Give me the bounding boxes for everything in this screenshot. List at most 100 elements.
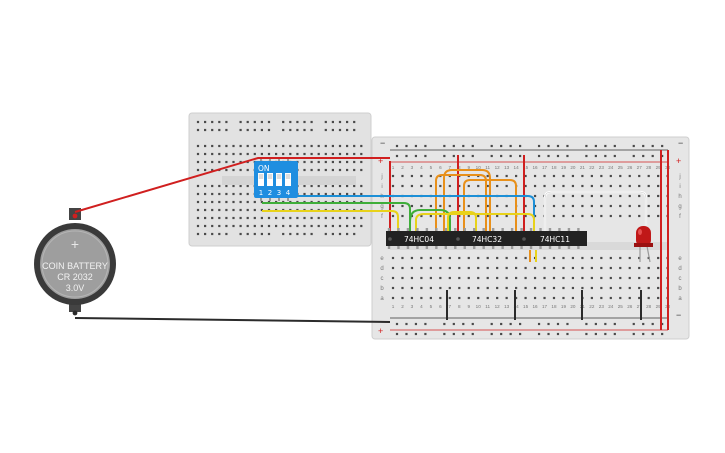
breadboard-hole (346, 224, 349, 228)
green-wire-2[interactable] (409, 209, 451, 232)
terminal-hole (439, 296, 442, 300)
terminal-hole (619, 214, 622, 218)
orange-wire-3[interactable] (463, 179, 517, 232)
ic-chips[interactable]: 74HC04 74HC32 74HC11 (386, 228, 587, 249)
terminal-hole (590, 266, 593, 270)
terminal-hole (467, 204, 470, 208)
rail-hole (462, 144, 465, 148)
breadboard-hole (346, 168, 349, 172)
column-number: 11 (485, 165, 490, 170)
coin-battery[interactable]: + COIN BATTERY CR 2032 3.0V (34, 208, 116, 316)
breadboard-hole (246, 128, 249, 132)
breadboard-hole (310, 192, 313, 196)
terminal-hole (401, 296, 404, 300)
rail-hole (642, 144, 645, 148)
red-led[interactable] (634, 226, 653, 263)
breadboard-hole (296, 120, 299, 124)
rail-hole (500, 154, 503, 158)
breadboard-hole (211, 224, 214, 228)
terminal-hole (505, 204, 508, 208)
dip-toggle-slot[interactable] (276, 173, 282, 186)
breadboard-hole (204, 152, 207, 156)
terminal-hole (657, 266, 660, 270)
breadboard-hole (267, 152, 271, 156)
breadboard-hole (239, 128, 242, 132)
terminal-hole (533, 204, 537, 208)
terminal-hole (410, 204, 414, 208)
breadboard-hole (338, 168, 342, 172)
terminal-hole (496, 214, 499, 218)
rail-hole (490, 144, 493, 148)
blue-wire[interactable] (262, 195, 535, 232)
breadboard-hole (324, 120, 327, 124)
battery-label-line1: COIN BATTERY (42, 261, 108, 271)
terminal-hole (543, 174, 546, 178)
yellow-wire-3[interactable] (447, 211, 477, 232)
terminal-hole (628, 214, 631, 218)
terminal-hole (638, 256, 641, 260)
column-number: 19 (561, 165, 567, 170)
breadboard-hole (338, 192, 342, 196)
dip-switch-number: 2 (268, 189, 272, 197)
row-letter: b (678, 286, 682, 292)
breadboard-hole (317, 184, 320, 188)
rail-hole (556, 154, 560, 158)
terminal-hole (647, 286, 650, 290)
terminal-hole (410, 286, 414, 290)
dip-toggle-slot[interactable] (285, 173, 291, 186)
rail-hole (405, 332, 408, 336)
dip-toggle-slot[interactable] (267, 173, 273, 186)
dip-toggle-knob[interactable] (285, 174, 291, 179)
rail-hole (452, 154, 455, 158)
column-number: 13 (504, 304, 510, 309)
breadboard-hole (310, 120, 313, 124)
breadboard-hole (246, 152, 249, 156)
black-wire-battery-negative[interactable] (74, 317, 391, 323)
dip-toggle-knob[interactable] (258, 174, 264, 179)
battery-wires[interactable] (74, 157, 391, 323)
rail-hole (585, 154, 588, 158)
breadboard-hole (232, 184, 235, 188)
terminal-hole (628, 276, 631, 280)
chip1-notch (388, 237, 392, 241)
terminal-hole (439, 286, 442, 290)
terminal-hole (562, 266, 565, 270)
orange-wire-1[interactable] (435, 174, 487, 232)
breadboard-hole (260, 216, 263, 220)
terminal-hole (657, 214, 660, 218)
row-letter: a (380, 296, 384, 302)
dip-toggle-knob[interactable] (267, 174, 273, 179)
rail-hole (537, 322, 541, 326)
dip-toggle-knob[interactable] (276, 174, 282, 179)
breadboard-hole (260, 152, 263, 156)
orange-wire-2[interactable] (443, 169, 491, 232)
column-number: 4 (420, 304, 423, 309)
breadboard-hole (225, 224, 228, 228)
column-number: 23 (599, 304, 605, 309)
terminal-hole (571, 174, 575, 178)
red-wire-battery-positive[interactable] (74, 157, 390, 213)
ic-chip-body[interactable] (386, 231, 587, 246)
rail-hole (613, 154, 616, 158)
terminal-hole (410, 256, 414, 260)
dip-toggle-slot[interactable] (258, 173, 264, 186)
chip-pin (435, 228, 438, 232)
chip-pin (425, 245, 429, 249)
signal-wires[interactable] (262, 169, 648, 262)
terminal-hole (401, 204, 404, 208)
breadboard-hole (239, 232, 242, 236)
green-wire-1[interactable] (262, 202, 411, 232)
dip-pin (269, 197, 271, 201)
terminal-hole (477, 214, 480, 218)
terminal-hole (657, 174, 660, 178)
terminal-hole (638, 266, 641, 270)
terminal-hole (524, 184, 527, 188)
breadboard-hole (353, 184, 356, 188)
terminal-hole (571, 184, 575, 188)
rail-hole (585, 332, 588, 336)
terminal-hole (600, 194, 603, 198)
yellow-wire-1[interactable] (262, 210, 399, 232)
column-number: 20 (570, 304, 576, 309)
